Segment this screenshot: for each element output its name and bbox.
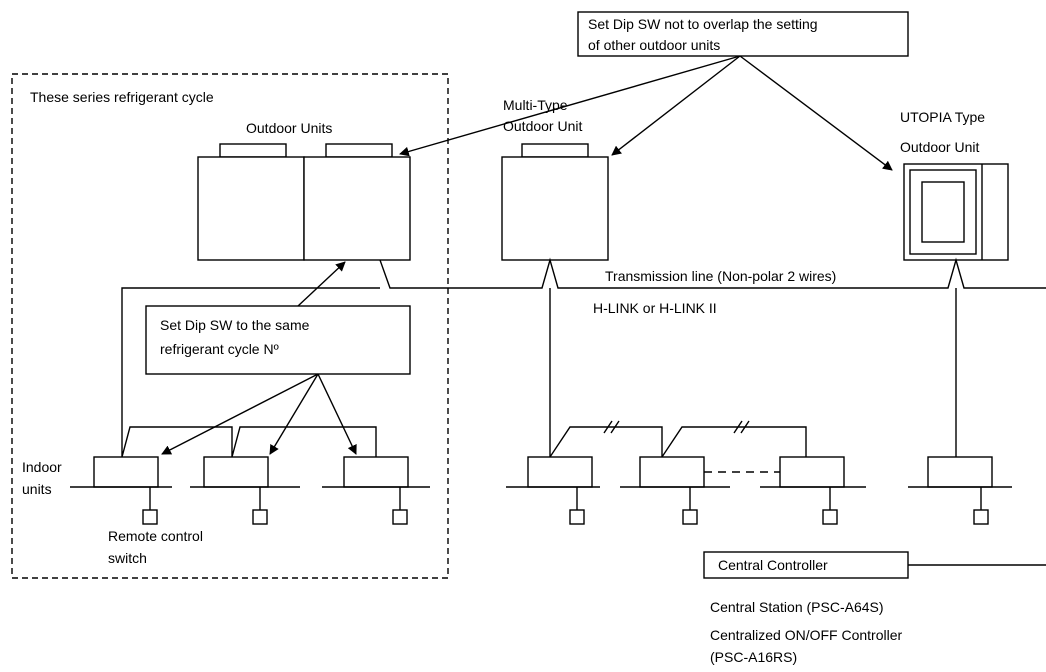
note-mid-line2: refrigerant cycle Nº — [160, 341, 279, 357]
indoor-unit-2 — [203, 456, 269, 488]
outdoor-units-label: Outdoor Units — [246, 120, 332, 136]
utopia-line2: Outdoor Unit — [900, 139, 979, 155]
multi-type-top-panel — [521, 143, 589, 158]
arrow-to-outdoor-unit-2 — [297, 261, 346, 307]
break-mark-1a — [603, 420, 613, 434]
outdoor-unit-2-top-panel — [325, 143, 393, 158]
remote-label-line1: Remote control — [108, 528, 203, 544]
multi-type-wiring — [549, 288, 807, 460]
note-top-line1: Set Dip SW not to overlap the setting — [588, 16, 818, 32]
indoor-unit-4 — [527, 456, 593, 488]
indoor-unit-1 — [93, 456, 159, 488]
indoor-label-line1: Indoor — [22, 459, 62, 475]
remote-control-5 — [682, 509, 698, 525]
arrow-to-outdoor-units — [399, 55, 741, 157]
arrow-to-indoor-1 — [161, 373, 319, 455]
arrow-to-utopia — [739, 55, 893, 171]
multi-type-line1: Multi-Type — [503, 97, 568, 113]
indoor-label-line2: units — [22, 481, 52, 497]
remote-control-6 — [822, 509, 838, 525]
remote-control-7 — [973, 509, 989, 525]
break-mark-2b — [740, 420, 750, 434]
indoor-unit-7 — [927, 456, 993, 488]
note-mid-box — [145, 305, 411, 375]
note-top-line2: of other outdoor units — [588, 37, 720, 53]
remote-label-line2: switch — [108, 550, 147, 566]
indoor-unit-5 — [639, 456, 705, 488]
remote-control-3 — [392, 509, 408, 525]
outdoor-unit-1-top-panel — [219, 143, 287, 158]
note-top-box — [577, 11, 909, 57]
arrow-to-indoor-2 — [269, 373, 319, 455]
outdoor-unit-2 — [303, 156, 411, 261]
note-mid-line1: Set Dip SW to the same — [160, 317, 310, 333]
multi-type-outdoor-unit — [501, 156, 609, 261]
utopia-line1: UTOPIA Type — [900, 109, 985, 125]
remote-control-4 — [569, 509, 585, 525]
arrow-to-multi-type — [611, 55, 741, 156]
indoor-unit-3 — [343, 456, 409, 488]
break-mark-2a — [733, 420, 743, 434]
series-title: These series refrigerant cycle — [30, 89, 214, 105]
central-station-label: Central Station (PSC-A64S) — [710, 599, 884, 615]
arrow-to-indoor-3 — [317, 373, 357, 455]
outdoor-unit-1 — [197, 156, 305, 261]
multi-type-line2: Outdoor Unit — [503, 118, 582, 134]
onoff-controller-line1: Centralized ON/OFF Controller — [710, 627, 903, 643]
utopia-grille — [921, 181, 965, 243]
hlink-label: H-LINK or H-LINK II — [593, 300, 717, 316]
series-wiring — [121, 287, 380, 458]
remote-control-1 — [142, 509, 158, 525]
onoff-controller-line2: (PSC-A16RS) — [710, 649, 797, 665]
central-controller-box — [703, 551, 909, 579]
indoor-unit-6 — [779, 456, 845, 488]
transmission-line — [379, 257, 1046, 289]
remote-control-2 — [252, 509, 268, 525]
central-controller-label: Central Controller — [718, 557, 828, 573]
break-mark-1b — [610, 420, 620, 434]
transmission-label: Transmission line (Non-polar 2 wires) — [605, 268, 836, 284]
